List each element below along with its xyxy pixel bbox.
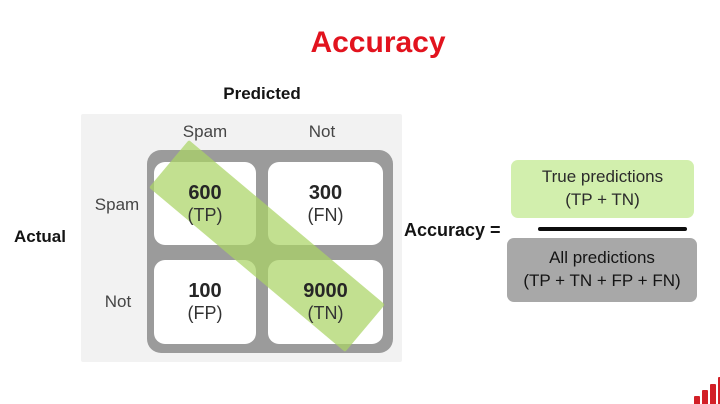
slide-title: Accuracy: [310, 26, 446, 59]
row-header-spam: Spam: [94, 195, 140, 214]
formula-denominator-box: All predictions (TP + TN + FP + FN): [507, 238, 697, 302]
column-header-not: Not: [308, 122, 336, 141]
fn-value: 300: [308, 181, 343, 204]
logo-bar: [710, 384, 716, 404]
accuracy-formula-lhs: Accuracy =: [404, 220, 501, 240]
tn-code: (TN): [307, 303, 344, 324]
numerator-line1: True predictions: [541, 167, 664, 187]
matrix-cell-false-positive: 100 (FP): [154, 260, 256, 344]
fraction-divider-line: [538, 227, 687, 231]
fn-code: (FN): [307, 204, 344, 225]
denominator-line1: All predictions: [549, 248, 655, 268]
actual-axis-label: Actual: [14, 227, 66, 246]
logo-bar: [694, 396, 700, 404]
tp-code: (TP): [187, 204, 223, 225]
predicted-axis-label: Predicted: [223, 84, 301, 103]
formula-numerator-box: True predictions (TP + TN): [511, 160, 694, 218]
fp-value: 100: [188, 280, 222, 303]
logo-bar: [702, 390, 708, 404]
logo-bar: [718, 377, 720, 404]
numerator-line2: (TP + TN): [565, 190, 640, 209]
fp-code: (FP): [187, 303, 223, 324]
bar-chart-logo-icon: [694, 377, 720, 404]
tp-value: 600: [188, 181, 222, 204]
tn-value: 9000: [303, 280, 348, 303]
denominator-line2: (TP + TN + FP + FN): [523, 271, 681, 290]
column-header-spam: Spam: [182, 122, 228, 141]
row-header-not: Not: [104, 292, 132, 311]
